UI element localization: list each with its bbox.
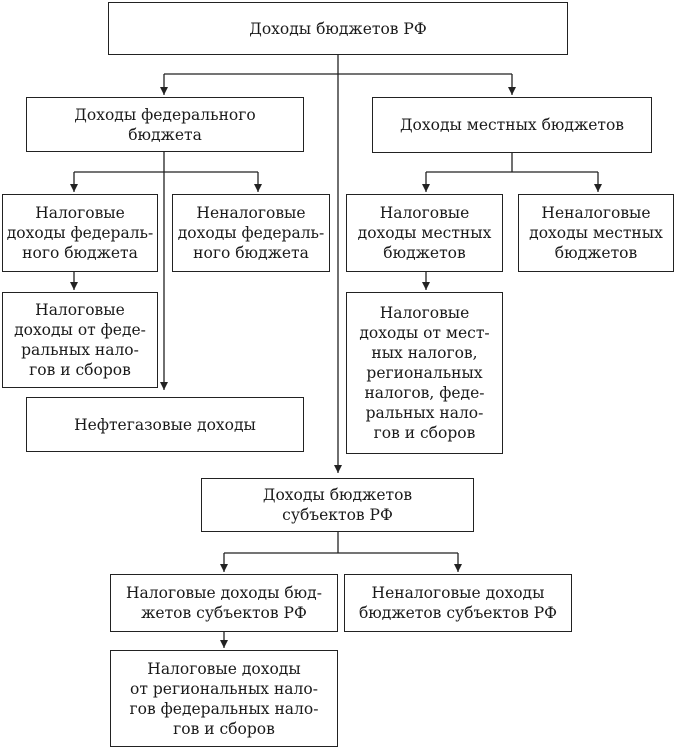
regional-nontax-box: Неналоговые доходы бюджетов субъектов РФ: [344, 574, 572, 632]
federal-tax-detail-box: Налоговые доходы от феде- ральных нало- …: [2, 292, 158, 388]
local-budget-box: Доходы местных бюджетов: [372, 97, 652, 153]
local-tax-box: Налоговые доходы местных бюджетов: [346, 194, 503, 272]
regional-tax-detail-box: Налоговые доходы от региональных нало- г…: [110, 650, 338, 747]
oil-gas-revenue-box: Нефтегазовые доходы: [26, 397, 304, 452]
federal-budget-box: Доходы федерального бюджета: [26, 97, 304, 152]
local-tax-detail-box: Налоговые доходы от мест- ных налогов, р…: [346, 292, 503, 454]
regional-budget-box: Доходы бюджетов субъектов РФ: [201, 478, 474, 532]
local-nontax-box: Неналоговые доходы местных бюджетов: [518, 194, 674, 272]
regional-tax-box: Налоговые доходы бюд- жетов субъектов РФ: [110, 574, 338, 632]
federal-tax-box: Налоговые доходы федераль- ного бюджета: [2, 194, 158, 272]
root-box: Доходы бюджетов РФ: [108, 2, 568, 55]
federal-nontax-box: Неналоговые доходы федераль- ного бюджет…: [172, 194, 330, 272]
